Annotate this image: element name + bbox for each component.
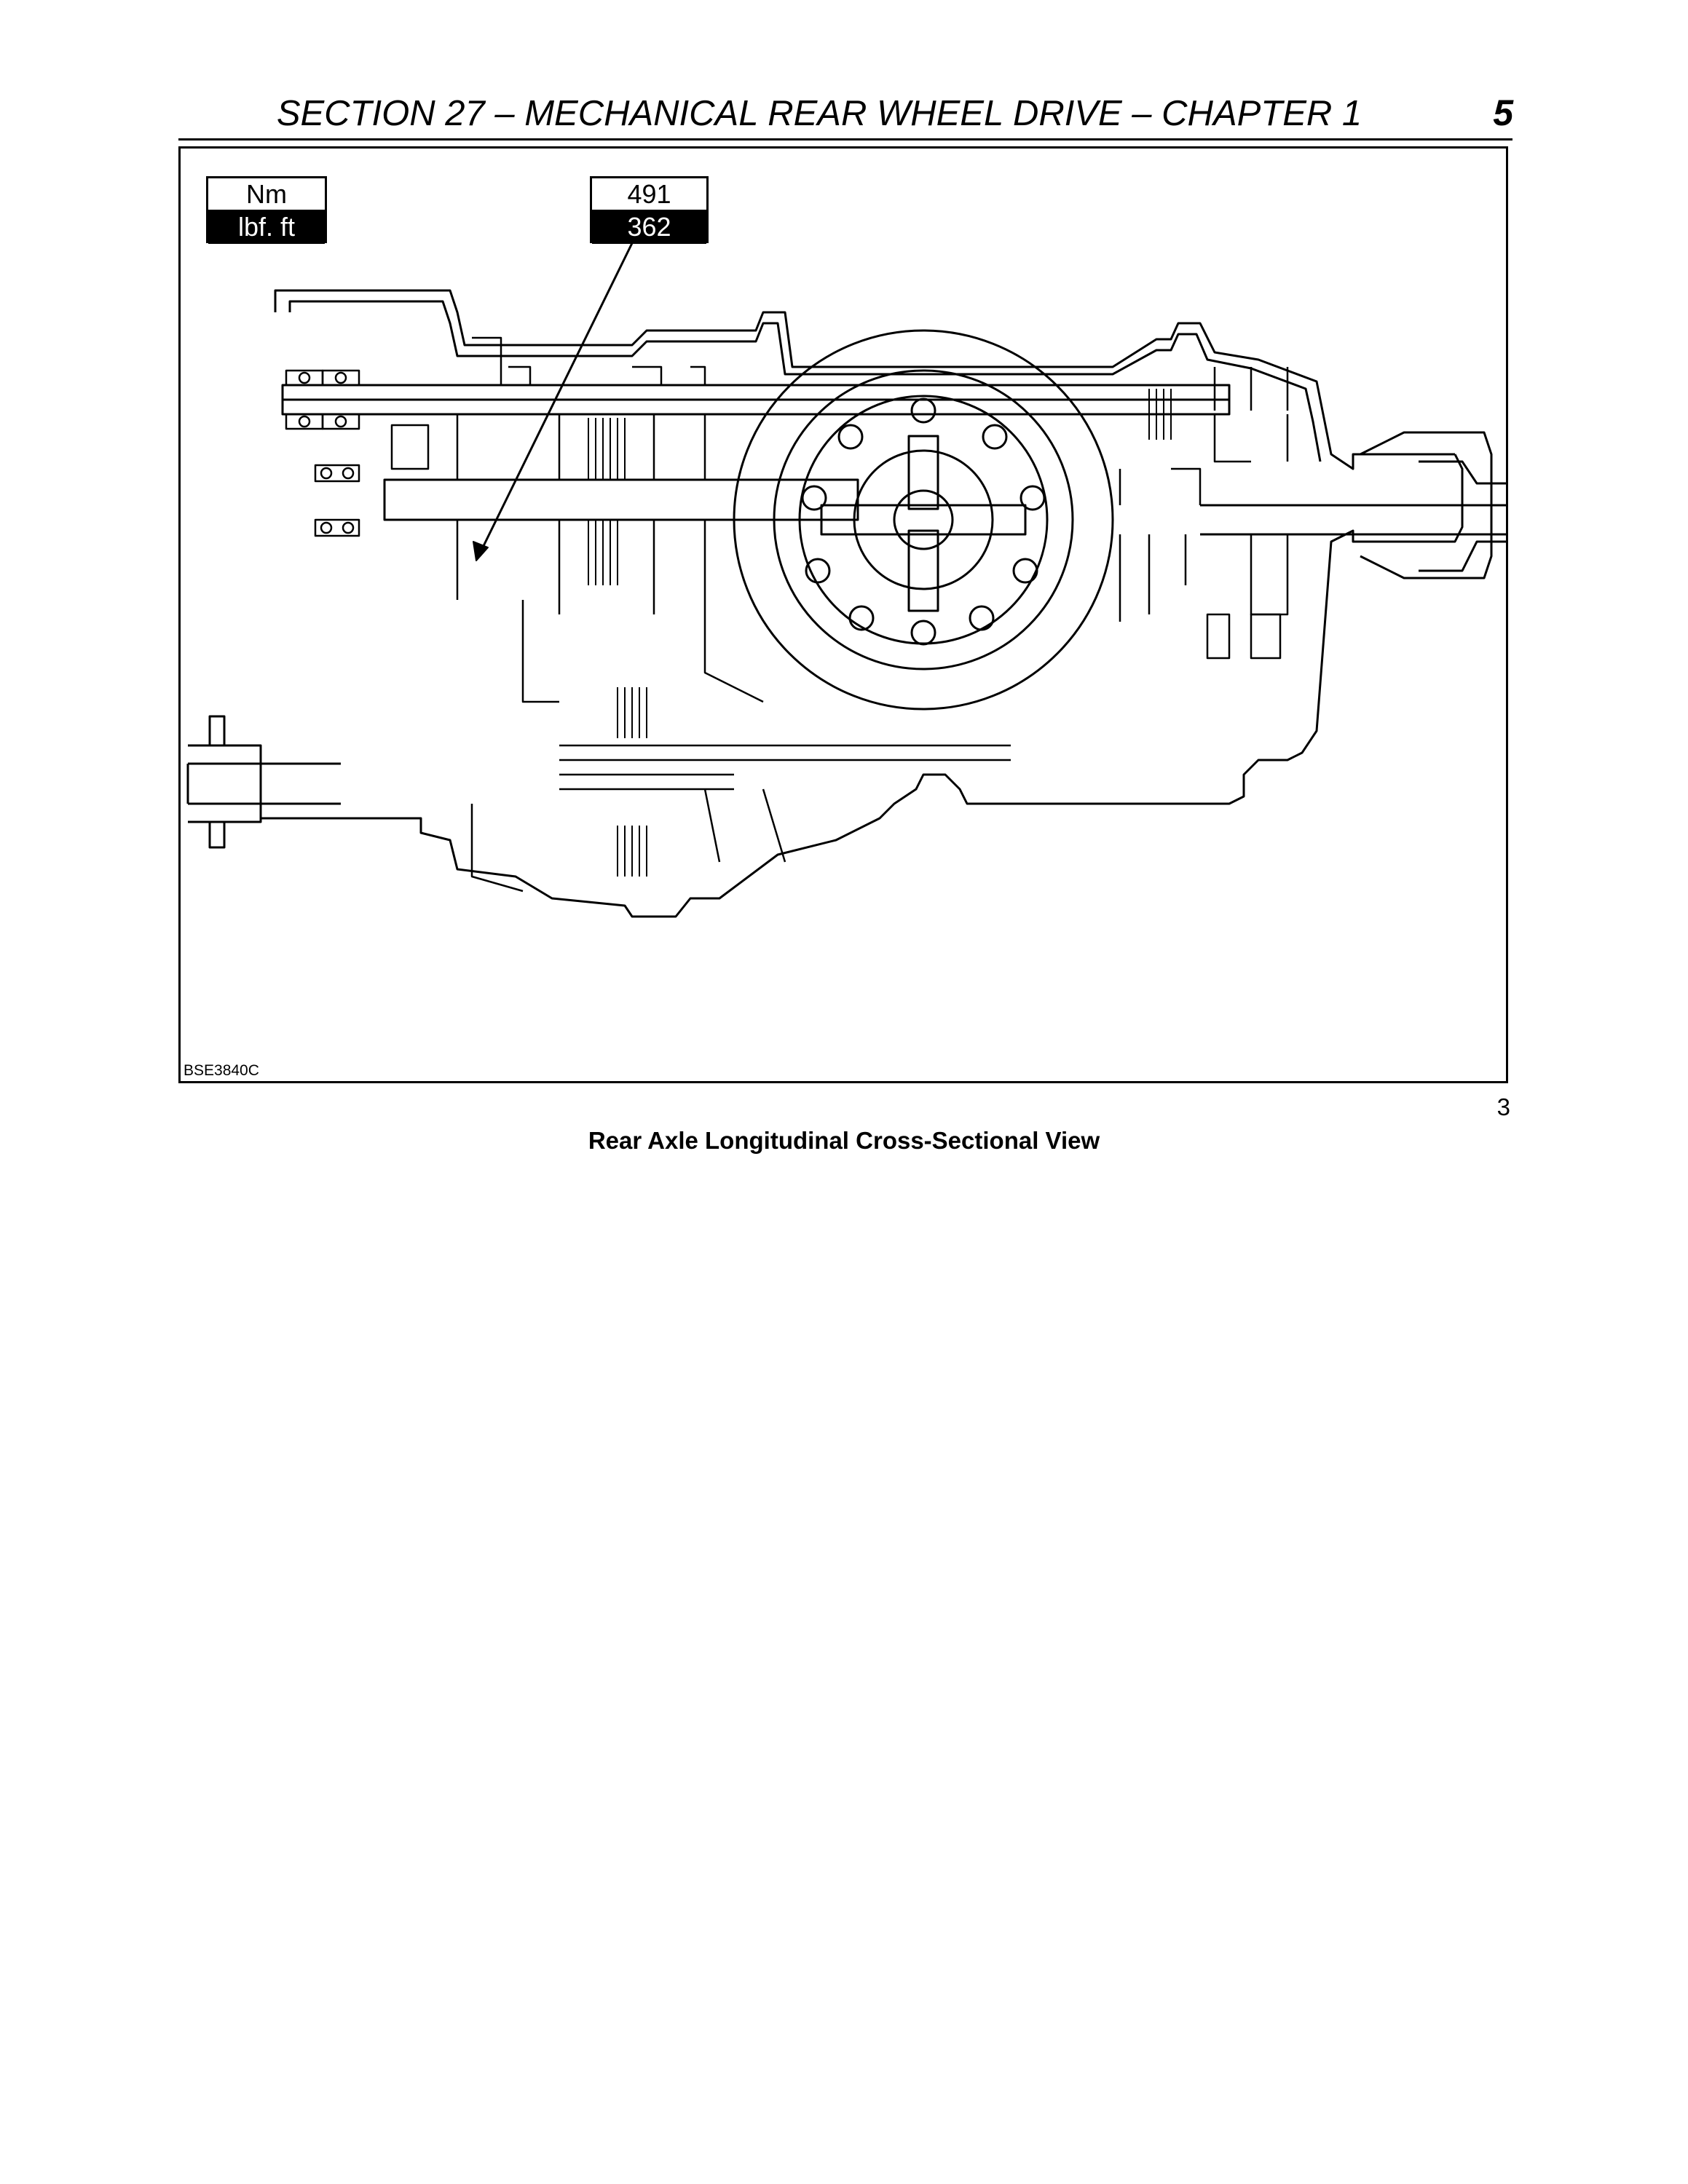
rear-axle-cross-section-diagram [186, 242, 1506, 918]
housing-outline-upper [274, 289, 1455, 470]
pinion-shaft [383, 478, 859, 521]
torque-pointer-arrowhead [473, 541, 489, 561]
left-output-housing [208, 715, 226, 849]
torque-value-callout: 491 362 [590, 176, 709, 244]
figure-caption: Rear Axle Longitudinal Cross-Sectional V… [588, 1127, 1100, 1154]
figure-code: BSE3840C [184, 1062, 259, 1079]
right-output-flange [1360, 431, 1493, 579]
housing-outline-lower [261, 454, 1464, 918]
clutch-packs [588, 389, 1172, 877]
spider-cross-vertical [907, 435, 939, 510]
torque-pointer-line [479, 242, 634, 553]
ring-gear-bolts [801, 397, 1046, 646]
figure-number: 3 [1496, 1093, 1510, 1120]
torque-unit-imperial: lbf. ft [208, 210, 325, 244]
figure-frame [178, 146, 1508, 1083]
left-output-shaft [186, 744, 341, 823]
torque-value-metric: 491 [627, 179, 671, 209]
torque-unit-metric: Nm [246, 179, 287, 209]
torque-units-legend: Nm lbf. ft [206, 176, 327, 244]
differential-core [893, 489, 954, 550]
housing-outline-upper-inner [288, 300, 1322, 462]
ring-gear-inner [773, 369, 1074, 670]
header-rule [178, 138, 1513, 141]
bearings-left [285, 369, 360, 537]
right-output-cap [1419, 460, 1506, 572]
page-number: 5 [1493, 92, 1513, 133]
page-header-title: SECTION 27 – MECHANICAL REAR WHEEL DRIVE… [276, 94, 1362, 133]
differential-inner [853, 449, 994, 590]
right-output-shaft [1200, 504, 1506, 536]
ring-gear-outer [733, 329, 1114, 711]
spider-cross-horizontal [820, 504, 1027, 536]
torque-value-imperial: 362 [592, 210, 706, 244]
internal-webs [390, 336, 1289, 893]
